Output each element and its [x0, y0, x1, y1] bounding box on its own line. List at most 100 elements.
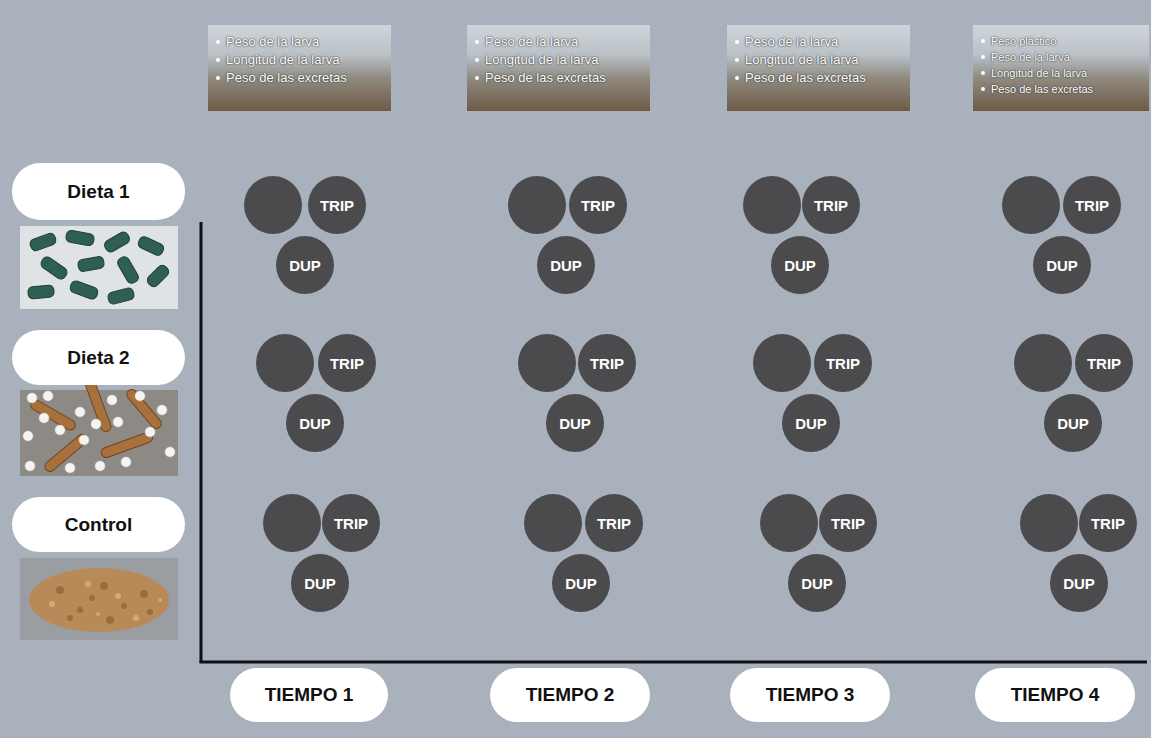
bullet-dot	[216, 40, 220, 44]
bullet-dot	[981, 39, 985, 43]
label-pill: TIEMPO 1	[230, 668, 388, 722]
label-pill: Dieta 1	[12, 163, 185, 220]
sample-circle: DUP	[788, 554, 846, 612]
measurement-item: Peso de las excretas	[745, 69, 866, 87]
node-label: TRIP	[590, 355, 624, 372]
sample-circle: TRIP	[1075, 334, 1133, 392]
sample-circle: TRIP	[318, 334, 376, 392]
node-label: Control	[65, 514, 133, 536]
node-label: DUP	[299, 415, 331, 432]
measurement-item: Longitud de la larva	[226, 51, 339, 69]
label-pill: Control	[12, 497, 185, 552]
bullet-dot	[216, 58, 220, 62]
diet-2-photo	[20, 377, 178, 476]
measurement-item: Peso de la larva	[485, 33, 578, 51]
sample-circle: DUP	[276, 236, 334, 294]
node-label: TIEMPO 2	[526, 684, 615, 706]
sample-circle: DUP	[291, 554, 349, 612]
plain-circles	[244, 176, 1078, 552]
sample-circle: TRIP	[585, 494, 643, 552]
sample-circle: DUP	[1050, 554, 1108, 612]
bullet-row: Peso de la larva	[981, 49, 1143, 65]
measurement-item: Peso de las excretas	[991, 81, 1093, 97]
sample-circle: DUP	[552, 554, 610, 612]
measurement-item: Peso plástico	[991, 33, 1056, 49]
node-label: DUP	[1057, 415, 1089, 432]
bullet-dot	[735, 58, 739, 62]
bullet-dot	[981, 55, 985, 59]
sample-circle: DUP	[1044, 394, 1102, 452]
label-pill: TIEMPO 2	[490, 668, 650, 722]
measurement-item: Peso de las excretas	[226, 69, 347, 87]
node-label: DUP	[565, 575, 597, 592]
node-label: TRIP	[597, 515, 631, 532]
measurement-item: Longitud de la larva	[991, 65, 1087, 81]
bullet-row: Peso de la larva	[475, 33, 644, 51]
measurement-item: Longitud de la larva	[745, 51, 858, 69]
node-label: TRIP	[330, 355, 364, 372]
bullet-row: Peso de las excretas	[216, 69, 385, 87]
measurement-item: Peso de la larva	[226, 33, 319, 51]
bullet-dot	[216, 76, 220, 80]
bullet-dot	[475, 76, 479, 80]
node-label: TRIP	[581, 197, 615, 214]
label-pill: TIEMPO 3	[730, 668, 890, 722]
node-label: TIEMPO 4	[1011, 684, 1100, 706]
sample-circle: TRIP	[802, 176, 860, 234]
node-label: TRIP	[831, 515, 865, 532]
sample-circle: DUP	[771, 236, 829, 294]
bullet-row: Peso de las excretas	[475, 69, 644, 87]
measurement-item: Longitud de la larva	[485, 51, 598, 69]
measurement-photo-box: Peso de la larvaLongitud de la larvaPeso…	[467, 25, 650, 111]
node-label: TRIP	[1087, 355, 1121, 372]
bullet-row: Peso de las excretas	[981, 81, 1143, 97]
sample-circle: TRIP	[1063, 176, 1121, 234]
bullet-dot	[735, 40, 739, 44]
bullet-row: Peso de la larva	[735, 33, 904, 51]
node-label: Dieta 2	[67, 347, 129, 369]
node-label: DUP	[289, 257, 321, 274]
sample-circle: TRIP	[308, 176, 366, 234]
bullet-dot	[475, 40, 479, 44]
bullet-row: Longitud de la larva	[216, 51, 385, 69]
measurement-photo-box: Peso plásticoPeso de la larvaLongitud de…	[973, 25, 1149, 111]
measurement-photo-box: Peso de la larvaLongitud de la larvaPeso…	[208, 25, 391, 111]
sample-circle: DUP	[1033, 236, 1091, 294]
node-label: DUP	[304, 575, 336, 592]
bullet-row: Peso de la larva	[216, 33, 385, 51]
bullet-row: Longitud de la larva	[735, 51, 904, 69]
sample-circle: TRIP	[322, 494, 380, 552]
diet-1-photo	[20, 226, 178, 309]
node-label: DUP	[559, 415, 591, 432]
node-label: DUP	[784, 257, 816, 274]
bullet-row: Longitud de la larva	[475, 51, 644, 69]
y-axis	[200, 222, 203, 663]
bullet-row: Longitud de la larva	[981, 65, 1143, 81]
measurement-item: Peso de la larva	[991, 49, 1070, 65]
node-label: DUP	[1063, 575, 1095, 592]
sample-circle: DUP	[537, 236, 595, 294]
sample-circle: DUP	[286, 394, 344, 452]
bullet-dot	[475, 58, 479, 62]
bullet-dot	[981, 87, 985, 91]
node-label: DUP	[801, 575, 833, 592]
node-label: TRIP	[1075, 197, 1109, 214]
node-label: DUP	[1046, 257, 1078, 274]
sample-circle: TRIP	[1079, 494, 1137, 552]
node-label: TIEMPO 1	[265, 684, 354, 706]
measurement-item: Peso de las excretas	[485, 69, 606, 87]
node-label: TIEMPO 3	[766, 684, 855, 706]
bullet-dot	[981, 71, 985, 75]
x-axis	[200, 661, 1148, 664]
node-label: Dieta 1	[67, 181, 129, 203]
sample-circle: DUP	[782, 394, 840, 452]
node-label: TRIP	[320, 197, 354, 214]
node-label: TRIP	[334, 515, 368, 532]
sample-circle: DUP	[546, 394, 604, 452]
bullet-dot	[735, 76, 739, 80]
node-label: TRIP	[814, 197, 848, 214]
measurement-item: Peso de la larva	[745, 33, 838, 51]
measurement-photo-box: Peso de la larvaLongitud de la larvaPeso…	[727, 25, 910, 111]
sample-circle: TRIP	[819, 494, 877, 552]
